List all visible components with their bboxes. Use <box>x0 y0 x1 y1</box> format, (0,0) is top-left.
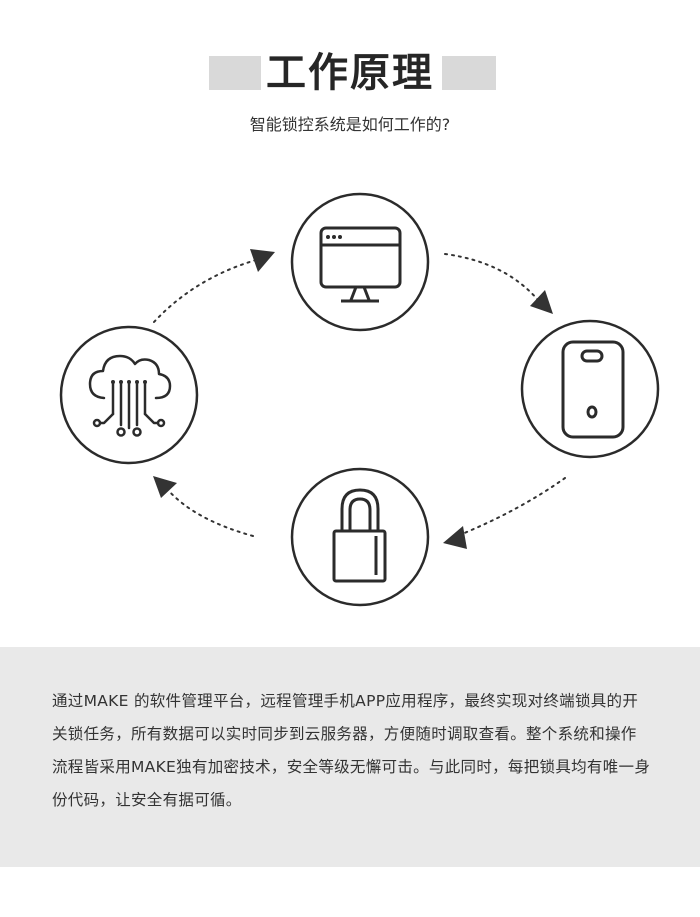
node-phone <box>520 319 660 459</box>
title-decor-right <box>442 56 496 90</box>
connector-phone-to-lock <box>461 477 566 535</box>
connector-lock-to-cloud <box>167 489 254 537</box>
connector-cloud-to-computer <box>153 259 257 323</box>
arrow-to-computer <box>250 249 275 272</box>
connector-computer-to-phone <box>444 253 539 301</box>
title-decor-left <box>209 56 261 90</box>
monitor-icon <box>319 226 402 303</box>
arrow-to-cloud <box>153 476 177 498</box>
description-panel: 通过MAKE 的软件管理平台，远程管理手机APP应用程序，最终实现对终端锁具的开… <box>0 647 700 867</box>
cloud-server-icon <box>88 354 172 437</box>
workflow-diagram <box>59 192 660 607</box>
node-cloud <box>59 325 199 465</box>
padlock-icon <box>332 488 387 583</box>
arrow-to-lock <box>443 526 467 549</box>
phone-icon <box>561 340 625 439</box>
description-text: 通过MAKE 的软件管理平台，远程管理手机APP应用程序，最终实现对终端锁具的开… <box>52 692 651 809</box>
page-title: 工作原理 <box>266 50 434 96</box>
arrow-to-phone <box>530 290 553 314</box>
node-computer <box>290 192 430 332</box>
page-subtitle: 智能锁控系统是如何工作的? <box>249 115 451 134</box>
node-lock <box>290 467 430 607</box>
